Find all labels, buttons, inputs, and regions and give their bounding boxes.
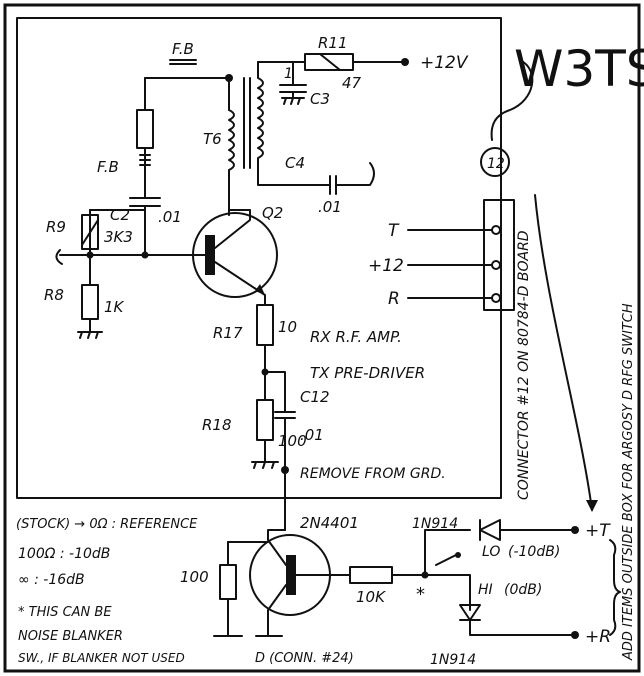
- t6-transformer: [228, 61, 375, 216]
- label-c2-value: .01: [158, 208, 182, 226]
- connector-12: [407, 59, 534, 311]
- label-r17-value: 10: [278, 318, 297, 336]
- note-nb-1: * THIS CAN BE: [18, 605, 112, 620]
- label-c4-value: .01: [318, 198, 342, 216]
- r11-supply: [257, 53, 409, 105]
- note-remove-from-grd: REMOVE FROM GRD.: [300, 466, 446, 482]
- note-100-ohm: 100Ω : -10dB: [18, 546, 110, 562]
- label-asterisk: *: [416, 584, 425, 605]
- label-lo-db: (-10dB): [508, 544, 560, 560]
- label-fb-top: F.B: [172, 40, 194, 58]
- label-r18: R18: [202, 416, 232, 434]
- r18-resistor: [256, 399, 274, 441]
- note-infinity: ∞ : -16dB: [18, 572, 85, 588]
- r-10k-resistor: [349, 566, 393, 584]
- feed-resistor: [136, 109, 154, 149]
- label-diode-bottom: 1N914: [430, 652, 476, 668]
- note-tx-pre-driver: TX PRE-DRIVER: [310, 364, 425, 382]
- label-t6: T6: [203, 130, 222, 148]
- label-2n4401: 2N4401: [300, 514, 359, 532]
- label-out-t: +T: [585, 521, 611, 541]
- note-connector-board: CONNECTOR #12 ON 80784-D BOARD: [516, 230, 532, 500]
- emitter-chain: [251, 304, 296, 531]
- label-lo: LO: [482, 544, 500, 560]
- label-hi: HI: [478, 582, 493, 598]
- label-r11-value: 47: [342, 74, 362, 92]
- label-hi-db: (0dB): [504, 582, 542, 598]
- label-r-10k: 10K: [356, 588, 386, 606]
- note-conn24: D (CONN. #24): [255, 651, 354, 666]
- label-connector-number: 12: [487, 156, 505, 172]
- supply-node: [401, 58, 409, 66]
- r9-resistor: [81, 214, 99, 250]
- label-c12-value: .01: [300, 426, 324, 444]
- label-c4: C4: [285, 154, 305, 172]
- board-outline: [16, 17, 502, 499]
- q2-transistor: [144, 209, 278, 306]
- label-pin-12: +12: [368, 256, 404, 276]
- label-r9: R9: [46, 218, 66, 236]
- note-rx-rf-amp: RX R.F. AMP.: [310, 328, 402, 346]
- label-fb-left: F.B: [97, 158, 119, 176]
- note-nb-2: NOISE BLANKER: [18, 629, 123, 644]
- label-tap: 1: [284, 66, 293, 82]
- r8-resistor: [81, 284, 99, 320]
- addon-circuit: [213, 194, 621, 639]
- label-supply: +12V: [420, 53, 469, 73]
- left-feed-chain: [129, 59, 231, 219]
- label-c2: C2: [110, 206, 130, 224]
- label-r17: R17: [213, 324, 243, 342]
- label-c3: C3: [310, 90, 330, 108]
- label-r8: R8: [44, 286, 64, 304]
- note-nb-3: SW., IF BLANKER NOT USED: [18, 651, 185, 665]
- base-network: [55, 209, 149, 339]
- label-pin-t: T: [388, 221, 400, 241]
- label-r18-value: 100: [278, 432, 307, 450]
- label-out-r: +R: [585, 627, 611, 647]
- callsign: W3TS: [514, 40, 644, 98]
- note-stock-ref: (STOCK) → 0Ω : REFERENCE: [16, 517, 198, 532]
- label-r9-value: 3K3: [104, 228, 133, 246]
- label-diode-top: 1N914: [412, 516, 458, 532]
- outer-frame: [3, 3, 641, 673]
- label-r-100: 100: [180, 568, 209, 586]
- label-c12: C12: [300, 388, 330, 406]
- note-add-items: ADD ITEMS OUTSIDE BOX FOR ARGOSY D RFG S…: [621, 303, 636, 661]
- label-pin-r: R: [388, 289, 400, 309]
- r17-resistor: [256, 304, 274, 346]
- label-r8-value: 1K: [104, 298, 125, 316]
- r-100-resistor: [219, 564, 237, 600]
- label-r11: R11: [318, 34, 348, 52]
- label-q2: Q2: [262, 204, 283, 222]
